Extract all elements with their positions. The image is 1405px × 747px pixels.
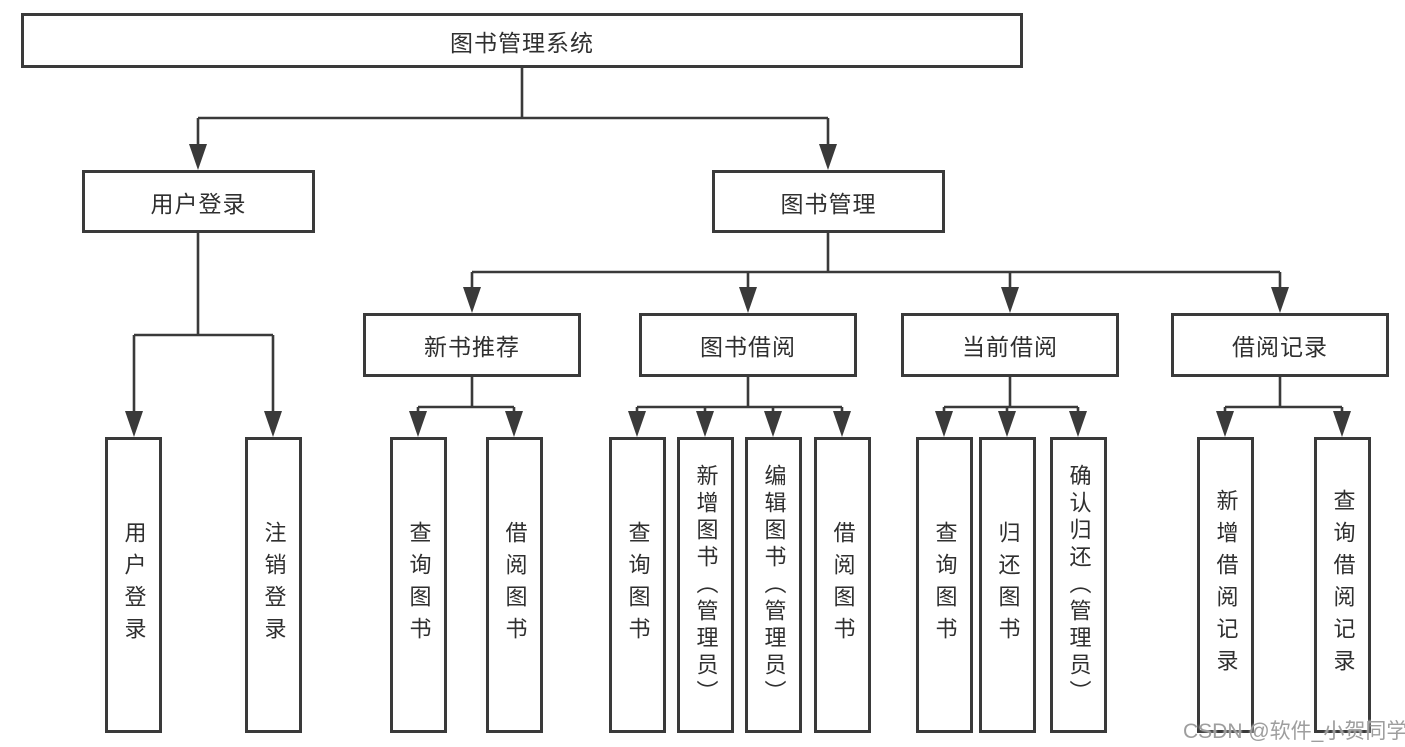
leaf-borrow-books-recommend: 借阅图书 <box>486 437 543 733</box>
leaf-logout: 注销登录 <box>245 437 302 733</box>
node-book-borrowing: 图书借阅 <box>639 313 857 377</box>
node-label: 查询图书 <box>625 521 651 649</box>
leaf-user-login: 用户登录 <box>105 437 162 733</box>
connector-borrowing-records-to-leaves <box>1216 377 1351 437</box>
node-label: 编辑图书（管理员） <box>761 463 787 707</box>
node-label: 归还图书 <box>995 521 1021 649</box>
node-label: 当前借阅 <box>962 334 1058 360</box>
node-label: 注销登录 <box>261 521 287 649</box>
connector-book-borrowing-to-leaves <box>628 377 851 437</box>
node-label: 查询借阅记录 <box>1330 489 1356 681</box>
node-label: 查询图书 <box>406 521 432 649</box>
leaf-add-books-admin: 新增图书（管理员） <box>677 437 734 733</box>
leaf-query-books-current: 查询图书 <box>916 437 973 733</box>
leaf-query-books-borrow: 查询图书 <box>609 437 666 733</box>
leaf-borrow-books: 借阅图书 <box>814 437 871 733</box>
node-label: 图书管理 <box>780 190 877 217</box>
connector-user-login-to-leaves <box>125 233 282 437</box>
csdn-watermark: CSDN @软件_小贺同学 <box>1183 720 1405 743</box>
leaf-add-borrow-record: 新增借阅记录 <box>1197 437 1254 733</box>
leaf-return-books: 归还图书 <box>979 437 1036 733</box>
node-label: 图书管理系统 <box>450 29 594 56</box>
node-label: 借阅记录 <box>1232 334 1328 360</box>
node-label: 用户登录 <box>150 190 247 217</box>
node-label: 新书推荐 <box>424 334 520 360</box>
node-label: 新增借阅记录 <box>1213 489 1239 681</box>
connector-current-borrowing-to-leaves <box>935 377 1087 437</box>
node-library-management-system: 图书管理系统 <box>21 13 1023 68</box>
connector-book-management-to-level3 <box>463 233 1289 313</box>
node-label: 用户登录 <box>121 521 147 649</box>
connector-root-to-level2 <box>189 68 837 170</box>
node-label: 查询图书 <box>932 521 958 649</box>
leaf-query-borrow-record: 查询借阅记录 <box>1314 437 1371 733</box>
node-borrowing-records: 借阅记录 <box>1171 313 1389 377</box>
node-book-management: 图书管理 <box>712 170 945 233</box>
node-current-borrowing: 当前借阅 <box>901 313 1119 377</box>
leaf-query-books-recommend: 查询图书 <box>390 437 447 733</box>
node-label: 确认归还（管理员） <box>1066 463 1092 707</box>
leaf-confirm-return-admin: 确认归还（管理员） <box>1050 437 1107 733</box>
node-label: 借阅图书 <box>830 521 856 649</box>
node-new-book-recommendation: 新书推荐 <box>363 313 581 377</box>
node-label: 图书借阅 <box>700 334 796 360</box>
node-user-login: 用户登录 <box>82 170 315 233</box>
node-label: 借阅图书 <box>502 521 528 649</box>
node-label: 新增图书（管理员） <box>693 463 719 707</box>
leaf-edit-books-admin: 编辑图书（管理员） <box>745 437 802 733</box>
connector-new-book-recommendation-to-leaves <box>409 377 523 437</box>
